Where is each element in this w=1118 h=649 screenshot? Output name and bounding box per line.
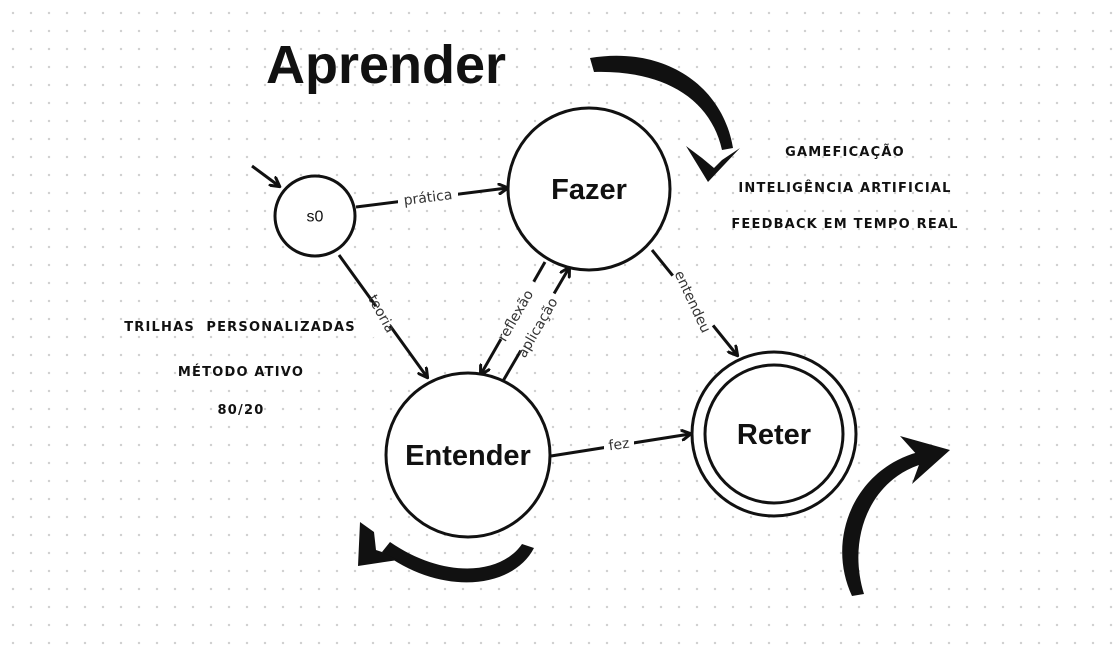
node-reter: Reter	[690, 350, 858, 518]
note-inteligencia-artificial: INTELIGÊNCIA ARTIFICIAL	[738, 180, 951, 196]
edge-label-entendeu: entendeu	[671, 268, 714, 335]
notes-right: GAMEFICAÇÃO INTELIGÊNCIA ARTIFICIAL FEED…	[731, 144, 958, 232]
edge-label-pratica: prática	[403, 187, 453, 209]
node-entender: Entender	[384, 371, 552, 539]
note-trilhas-personalizadas: TRILHAS PERSONALIZADAS	[124, 320, 356, 335]
node-fazer-label: Fazer	[551, 174, 627, 206]
initial-arrow	[251, 164, 279, 186]
node-entender-label: Entender	[405, 440, 531, 472]
swoosh-arrow-top-icon	[590, 55, 740, 182]
page-title: Aprender	[266, 35, 507, 95]
note-gameficacao: GAMEFICAÇÃO	[785, 144, 905, 160]
edge-label-fez: fez	[608, 436, 631, 455]
note-80-20: 80/20	[218, 403, 265, 418]
notes-left: TRILHAS PERSONALIZADAS MÉTODO ATIVO 80/2…	[124, 320, 356, 418]
note-metodo-ativo: MÉTODO ATIVO	[178, 364, 304, 380]
swoosh-arrow-bottom-right-icon	[842, 436, 950, 596]
note-feedback-tempo-real: FEEDBACK EM TEMPO REAL	[731, 217, 958, 232]
node-s0-label: s0	[307, 209, 324, 226]
swoosh-arrow-bottom-left-icon	[358, 522, 534, 583]
node-fazer: Fazer	[506, 106, 672, 272]
node-s0: s0	[273, 174, 357, 258]
node-reter-label: Reter	[737, 419, 811, 451]
